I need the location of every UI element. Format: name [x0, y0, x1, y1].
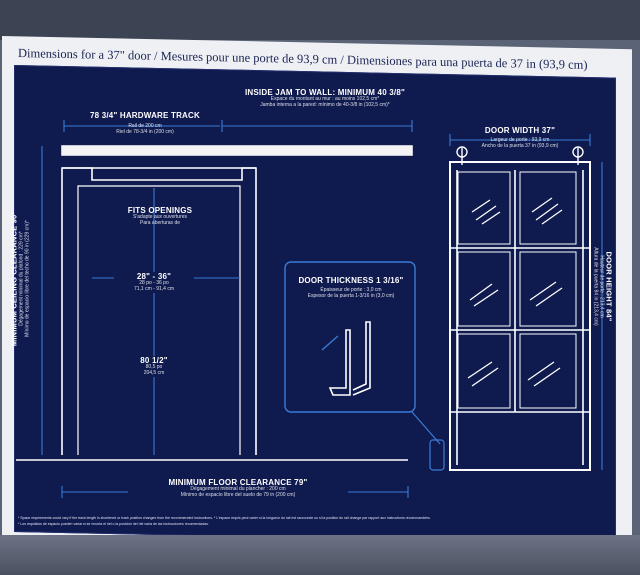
door-height-fr: Hauteur de porte : 213,4 cm [598, 255, 605, 318]
opening-width-es: 71,1 cm - 91,4 cm [133, 285, 174, 292]
fits-openings-title: FITS OPENINGS [127, 206, 193, 215]
ceiling-clearance-es: Mínimo de espacio libre del techo de 90 … [24, 220, 31, 337]
opening-height-title: 80 1/2" [140, 356, 168, 365]
fits-openings-fr: S'adapte aux ouvertures [132, 214, 188, 221]
door-thickness-label: DOOR THICKNESS 1 3/16" Épaisseur de port… [292, 276, 410, 300]
opening-width-label: 28" - 36" 28 po - 36 po 71,1 cm - 91,4 c… [114, 272, 194, 293]
door-height-es: Altura de la puerta 84 in (213,4 cm) [592, 247, 599, 326]
fits-openings-label: FITS OPENINGS S'adapte aux ouvertures Pa… [100, 206, 220, 227]
inside-jam-fr: Espace du montant au mur : au moins 102,… [270, 96, 380, 103]
door-height-title: DOOR HEIGHT 84" [604, 251, 614, 322]
opening-height-fr: 80,5 po [145, 364, 163, 371]
hardware-track [61, 145, 413, 156]
wall-background-bottom [0, 535, 640, 575]
door-height-label: DOOR HEIGHT 84" Hauteur de porte : 213,4… [593, 202, 614, 372]
inside-jam-label: INSIDE JAM TO WALL: MINIMUM 40 3/8" Espa… [220, 88, 430, 109]
inside-jam-es: Jamba interna a la pared: mínimo de 40-3… [260, 101, 390, 108]
door-thickness-es: Espesor de la puerta 1-3/16 in (3,0 cm) [307, 292, 395, 299]
hardware-track-label: 78 3/4" HARDWARE TRACK Rail de 200 cm Ri… [75, 111, 215, 136]
door-panel [449, 161, 591, 471]
door-width-label: DOOR WIDTH 37" Largeur de porte : 93,9 c… [465, 126, 575, 150]
wall-background-top [0, 0, 640, 40]
opening-height-es: 204,5 cm [143, 369, 165, 376]
ceiling-clearance-label: MINIMUM CEILING CLEARANCE 90" Dégagement… [10, 169, 31, 389]
door-thickness-fr: Épaisseur de porte : 3,0 cm [320, 287, 382, 294]
fits-openings-es: Para aberturas de [139, 219, 181, 226]
floor-clearance-es: Mínimo de espacio libre del suelo de 79 … [180, 491, 296, 498]
door-width-es: Ancho de la puerta 37 in (93,9 cm) [481, 142, 559, 149]
ceiling-clearance-title: MINIMUM CEILING CLEARANCE 90" [9, 210, 19, 347]
glass-reflections [467, 197, 563, 387]
thickness-detail-box [284, 261, 416, 413]
door-width-title: DOOR WIDTH 37" [484, 126, 556, 135]
opening-width-fr: 28 po - 36 po [139, 280, 169, 287]
footnote-1: * Space requirements could vary if the t… [18, 516, 431, 520]
door-width-fr: Largeur de porte : 93,9 cm [490, 137, 550, 144]
hardware-track-es: Riel de 78-3/4 in (200 cm) [116, 128, 174, 135]
door-hangers [456, 146, 584, 165]
opening-width-title: 28" - 36" [136, 272, 172, 281]
hardware-track-title: 78 3/4" HARDWARE TRACK [90, 111, 200, 120]
door-thickness-title: DOOR THICKNESS 1 3/16" [298, 276, 404, 285]
floor-clearance-title: MINIMUM FLOOR CLEARANCE 79" [168, 478, 308, 487]
hardware-track-fr: Rail de 200 cm [128, 123, 162, 130]
opening-height-label: 80 1/2" 80,5 po 204,5 cm [124, 356, 184, 377]
inside-jam-title: INSIDE JAM TO WALL: MINIMUM 40 3/8" [245, 88, 405, 97]
footnote-2: * Los requisitos de espacio pueden varia… [18, 522, 209, 526]
floor-clearance-label: MINIMUM FLOOR CLEARANCE 79" Dégagement m… [128, 478, 348, 499]
floor-clearance-fr: Dégagement minimal du plancher : 200 cm [190, 486, 286, 493]
